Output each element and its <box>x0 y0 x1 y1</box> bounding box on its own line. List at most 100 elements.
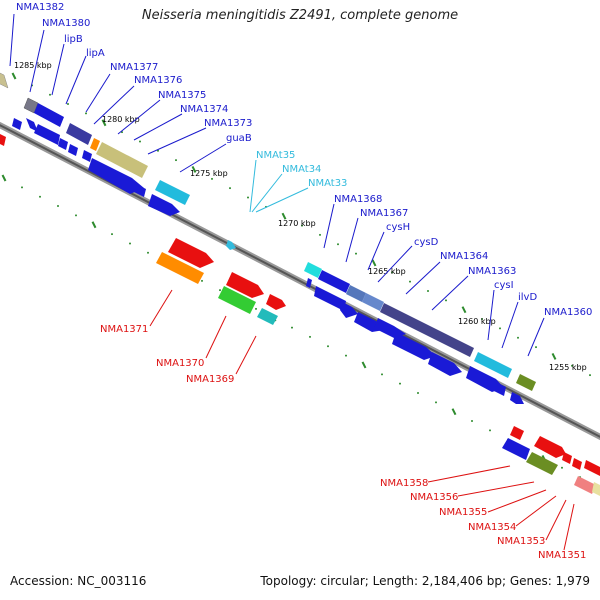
gene-labels-blue: NMA1382 NMA1380 lipB lipA NMA1377 NMA137… <box>16 2 592 318</box>
gene-block[interactable] <box>34 103 64 127</box>
gene-block[interactable] <box>90 138 100 151</box>
gene-block[interactable] <box>346 285 366 302</box>
gene-labels-red: NMA1371 NMA1370 NMA1369 NMA1358 NMA1356 … <box>100 324 586 561</box>
gene-block[interactable] <box>592 482 600 496</box>
gene-arrow[interactable] <box>502 438 530 460</box>
gene-block[interactable] <box>516 374 536 391</box>
gene-arrow[interactable] <box>466 366 504 392</box>
gene-label[interactable]: NMA1373 <box>204 118 252 129</box>
gene-block[interactable] <box>474 352 512 378</box>
gene-label[interactable]: guaB <box>226 133 252 144</box>
trna-label[interactable]: NMAt35 <box>256 150 295 161</box>
tick-mark <box>461 306 467 314</box>
gene-label[interactable]: lipB <box>64 34 83 45</box>
gene-arrow[interactable] <box>226 272 264 298</box>
gene-arrow[interactable] <box>534 436 566 458</box>
leader-lines <box>9 13 575 551</box>
genes-reverse <box>0 132 600 496</box>
gene-arrow[interactable] <box>34 124 60 145</box>
gene-label[interactable]: NMA1375 <box>158 90 206 101</box>
trna-label[interactable]: NMAt33 <box>308 178 347 189</box>
kbp-label: 1275 kbp <box>190 169 228 178</box>
tick-mark <box>355 252 357 255</box>
gene-block[interactable] <box>0 70 9 89</box>
tick-mark <box>589 374 591 377</box>
tick-mark <box>327 345 329 348</box>
trna-label[interactable]: NMAt34 <box>282 164 321 175</box>
kbp-label: 1285 kbp <box>14 61 52 70</box>
gene-block[interactable] <box>218 286 256 314</box>
gene-label[interactable]: NMA1370 <box>156 358 204 369</box>
tick-mark <box>319 233 321 236</box>
gene-block[interactable] <box>257 308 278 325</box>
gene-label[interactable]: NMA1358 <box>380 478 428 489</box>
gene-label[interactable]: NMA1360 <box>544 307 592 318</box>
gene-block[interactable] <box>526 452 558 475</box>
tick-mark <box>371 259 377 267</box>
trna-marker[interactable] <box>226 240 236 250</box>
gene-arrow[interactable] <box>584 460 600 476</box>
gene-label[interactable]: cysD <box>414 237 439 248</box>
gene-label[interactable]: NMA1355 <box>439 507 487 518</box>
gene-label[interactable]: NMA1354 <box>468 522 516 533</box>
gene-arrow[interactable] <box>510 426 524 440</box>
backbone <box>0 121 600 441</box>
tick-mark <box>139 140 141 143</box>
gene-label[interactable]: NMA1369 <box>186 374 234 385</box>
gene-block[interactable] <box>304 262 322 278</box>
tick-mark <box>361 361 367 369</box>
gene-label[interactable]: NMA1364 <box>440 251 488 262</box>
gene-arrow[interactable] <box>88 158 144 194</box>
gene-block[interactable] <box>380 303 474 357</box>
tick-mark <box>21 186 23 189</box>
gene-arrow[interactable] <box>510 392 524 404</box>
gene-label[interactable]: NMA1377 <box>110 62 158 73</box>
gene-arrow[interactable] <box>134 184 146 197</box>
gene-block[interactable] <box>156 252 204 284</box>
tick-mark <box>409 280 411 283</box>
gene-label[interactable]: NMA1356 <box>410 492 458 503</box>
gene-label[interactable]: lipA <box>86 48 105 59</box>
gene-block[interactable] <box>66 123 92 145</box>
tick-mark <box>435 401 437 404</box>
gene-arrow[interactable] <box>428 352 462 376</box>
gene-block[interactable] <box>318 270 350 293</box>
gene-label[interactable]: NMA1382 <box>16 2 64 13</box>
gene-arrow[interactable] <box>266 294 286 310</box>
gene-label[interactable]: cysI <box>494 280 514 291</box>
gene-arrow[interactable] <box>0 132 6 146</box>
gene-block[interactable] <box>96 142 148 178</box>
gene-label[interactable]: NMA1368 <box>334 194 382 205</box>
gene-arrow[interactable] <box>148 194 180 216</box>
gene-arrow[interactable] <box>168 238 214 268</box>
gene-block[interactable] <box>362 293 384 311</box>
gene-label[interactable]: NMA1363 <box>468 266 516 277</box>
gene-arrow[interactable] <box>494 382 506 396</box>
gene-label[interactable]: NMA1371 <box>100 324 148 335</box>
gene-label[interactable]: NMA1374 <box>180 104 228 115</box>
gene-arrow[interactable] <box>306 278 312 288</box>
gene-label[interactable]: NMA1380 <box>42 18 90 29</box>
gene-label[interactable]: cysH <box>386 222 410 233</box>
gene-label[interactable]: ilvD <box>518 292 537 303</box>
gene-arrow[interactable] <box>26 118 38 132</box>
gene-block[interactable] <box>574 476 596 494</box>
gene-arrow[interactable] <box>314 286 346 311</box>
gene-arrow[interactable] <box>58 138 68 150</box>
gene-arrow[interactable] <box>392 332 436 360</box>
tick-mark <box>345 354 347 357</box>
gene-block[interactable] <box>155 180 190 205</box>
gene-label[interactable]: NMA1353 <box>497 536 545 547</box>
gene-label[interactable]: NMA1367 <box>360 208 408 219</box>
gene-arrow[interactable] <box>12 118 22 130</box>
gene-label[interactable]: NMA1376 <box>134 75 182 86</box>
gene-arrow[interactable] <box>82 150 92 162</box>
tick-mark <box>535 346 537 349</box>
gene-arrow[interactable] <box>572 458 582 470</box>
kbp-label: 1265 kbp <box>368 267 406 276</box>
gene-label[interactable]: NMA1351 <box>538 550 586 561</box>
gene-arrow[interactable] <box>340 302 358 318</box>
gene-arrow[interactable] <box>562 452 572 464</box>
gene-arrow[interactable] <box>68 144 78 156</box>
